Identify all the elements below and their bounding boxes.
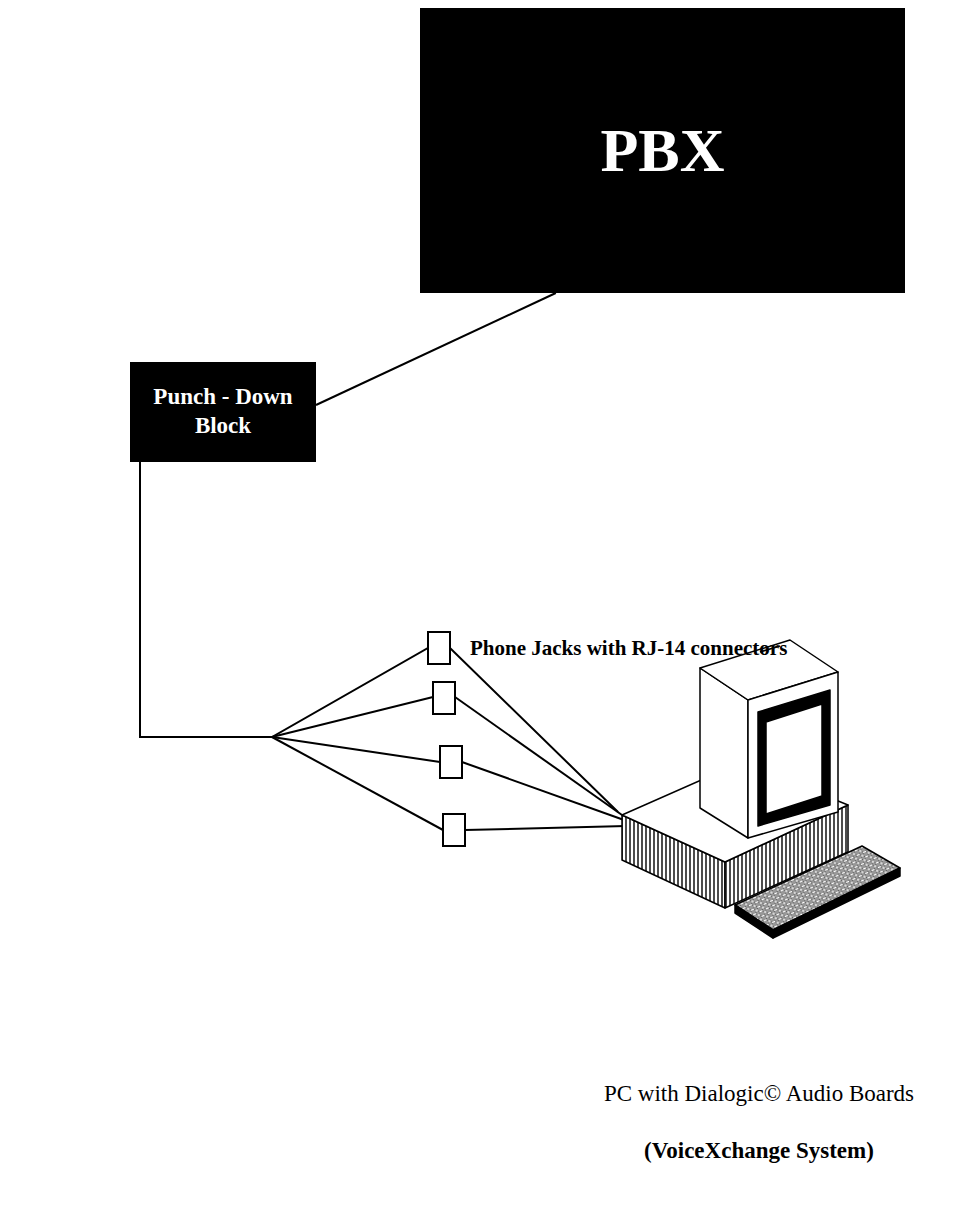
- pc-illustration: [622, 640, 900, 938]
- wire: [465, 826, 626, 830]
- equipment-box: PBX: [420, 8, 905, 293]
- wire: [272, 737, 440, 762]
- wire: [455, 697, 622, 815]
- node-text: Punch - Down Block: [138, 377, 308, 447]
- node-text: (VoiceXchange System): [644, 1137, 874, 1166]
- wire: [462, 762, 624, 820]
- equipment-box: Punch - Down Block: [130, 362, 316, 462]
- monitor-front: [748, 672, 838, 838]
- phone-jack: [428, 632, 450, 664]
- node-text: PC with Dialogic© Audio Boards: [604, 1080, 914, 1109]
- monitor-bezel: [758, 690, 830, 826]
- wire: [272, 737, 443, 830]
- keyboard-edge: [735, 905, 773, 938]
- phone-jack: [443, 814, 465, 846]
- node-text: PBX: [591, 106, 735, 196]
- monitor-screen: [766, 704, 822, 814]
- callout-label: Phone Jacks with RJ-14 connectors: [470, 636, 787, 661]
- computer-node: PC with Dialogic© Audio Boards(VoiceXcha…: [618, 640, 900, 940]
- keyboard-edge: [773, 868, 900, 938]
- fan-wires: [272, 697, 626, 830]
- wire-connector: [316, 293, 556, 405]
- phone-jack: [440, 746, 462, 778]
- wire: [272, 697, 433, 737]
- phone-jack: [433, 682, 455, 714]
